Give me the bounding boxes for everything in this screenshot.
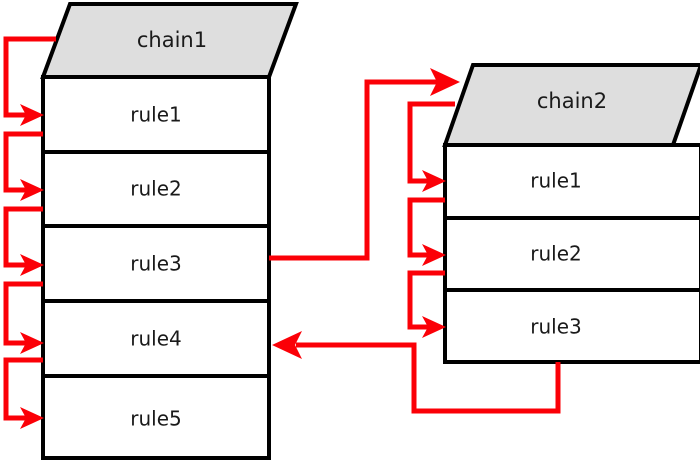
chain1-rule4-box	[41, 299, 271, 378]
flow-line	[407, 270, 445, 330]
flow-line	[407, 101, 455, 184]
arrow-head-icon	[20, 332, 44, 354]
flow-line	[296, 342, 561, 414]
flow-chain1-entry-to-rule1	[3, 36, 56, 126]
flow-line	[3, 131, 43, 193]
arrow-head-icon	[20, 254, 44, 276]
chain2-rule1-label: rule1	[530, 169, 581, 193]
chain1-rule2-label: rule2	[130, 177, 181, 201]
chain1-rule5-box	[41, 374, 271, 460]
flow-chain1-rule1-to-rule2	[3, 131, 44, 201]
arrow-head-icon	[430, 68, 460, 96]
chain2-rule3-box	[443, 288, 700, 364]
flow-line	[3, 357, 43, 421]
arrow-head-icon	[20, 407, 44, 429]
chain1-rule1-label: rule1	[130, 103, 181, 127]
flow-chain2-entry-to-rule1	[407, 101, 455, 192]
chain2-rule1-box	[443, 143, 700, 220]
chain1-rule3-label: rule3	[130, 252, 181, 276]
chain1-rule1-box	[41, 75, 271, 154]
arrow-head-icon	[20, 104, 44, 126]
chain2-header-label: chain2	[537, 89, 607, 113]
flow-chain1-rule3-to-rule4	[3, 281, 44, 354]
flow-line	[3, 206, 43, 268]
chain2-rule3-label: rule3	[530, 315, 581, 339]
chain1-group: chain1 rule1 rule2 rule3 rule4 rule5	[40, 1, 299, 460]
flow-line	[407, 197, 445, 258]
arrow-head-icon	[422, 316, 446, 338]
flow-arrows-group	[3, 36, 561, 429]
flow-line	[3, 281, 43, 346]
flow-chain1-rule4-to-rule5	[3, 357, 44, 429]
arrow-head-icon	[20, 179, 44, 201]
arrow-head-icon	[422, 170, 446, 192]
arrow-head-icon	[272, 331, 302, 359]
arrow-head-icon	[422, 244, 446, 266]
chain1-header-label: chain1	[137, 28, 207, 52]
chain1-rule4-label: rule4	[130, 327, 181, 351]
flow-chain2-rule1-to-rule2	[407, 197, 446, 266]
flow-line	[269, 79, 440, 261]
chain1-rule5-label: rule5	[130, 407, 181, 431]
flow-jump-chain1-rule3-to-chain2	[269, 68, 460, 261]
flow-line	[3, 36, 56, 118]
chain2-rule2-label: rule2	[530, 242, 581, 266]
flow-chain2-rule2-to-rule3	[407, 270, 446, 338]
chain2-group: chain2 rule1 rule2 rule3	[442, 63, 700, 364]
flow-chain1-rule2-to-rule3	[3, 206, 44, 276]
chain1-rule3-box	[41, 224, 271, 303]
flow-return-chain2-to-chain1-rule4	[272, 331, 561, 414]
